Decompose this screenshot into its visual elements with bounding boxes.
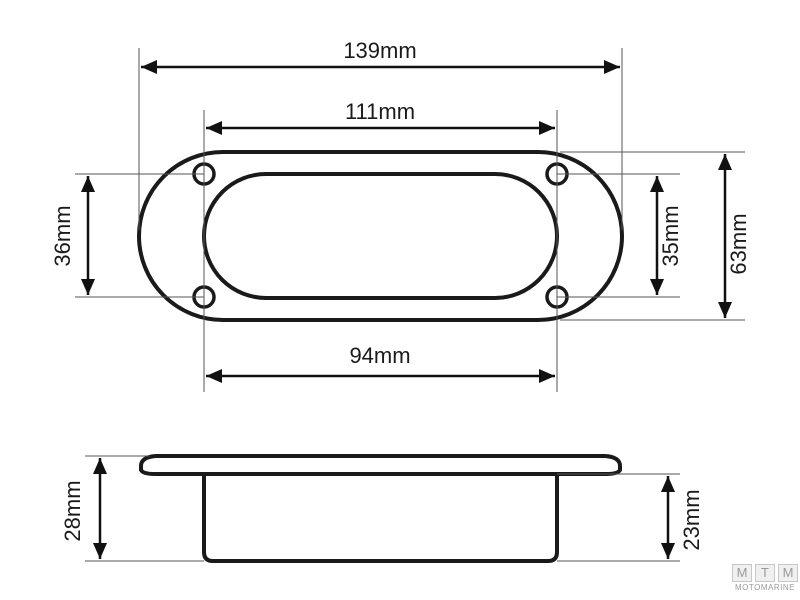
logo-letter: M [732, 564, 752, 582]
dimension-opening-height: 35mm [650, 176, 683, 295]
label-opening-width: 94mm [349, 343, 410, 368]
label-opening-height: 35mm [658, 205, 683, 266]
dimension-body-depth: 23mm [661, 476, 704, 559]
logo-letter: T [755, 564, 775, 582]
label-overall-width: 139mm [343, 38, 416, 63]
dimension-hole-spacing-x: 111mm [206, 99, 555, 135]
logo-letter: M [778, 564, 798, 582]
side-flange [139, 454, 622, 476]
dimension-total-depth: 28mm [60, 458, 107, 559]
label-overall-height: 63mm [726, 213, 751, 274]
top-view: 139mm 111mm 94mm 36mm 35mm [50, 38, 751, 392]
dimension-overall-height: 63mm [718, 154, 751, 318]
label-hole-spacing-x: 111mm [345, 99, 415, 124]
logo-wordmark: MOTOMARINE [735, 583, 795, 592]
dimension-overall-width: 139mm [141, 38, 620, 74]
side-body [202, 474, 559, 563]
label-hole-spacing-y: 36mm [50, 205, 75, 266]
label-total-depth: 28mm [60, 480, 85, 541]
dimension-hole-spacing-y: 36mm [50, 176, 95, 295]
inner-opening [202, 172, 559, 300]
label-body-depth: 23mm [679, 489, 704, 550]
side-view: 28mm 23mm [60, 454, 704, 563]
dimension-opening-width: 94mm [206, 343, 555, 383]
flange-outline [137, 150, 624, 322]
logo-letters: M T M [732, 564, 798, 582]
motomarine-logo: M T M MOTOMARINE [732, 564, 798, 592]
